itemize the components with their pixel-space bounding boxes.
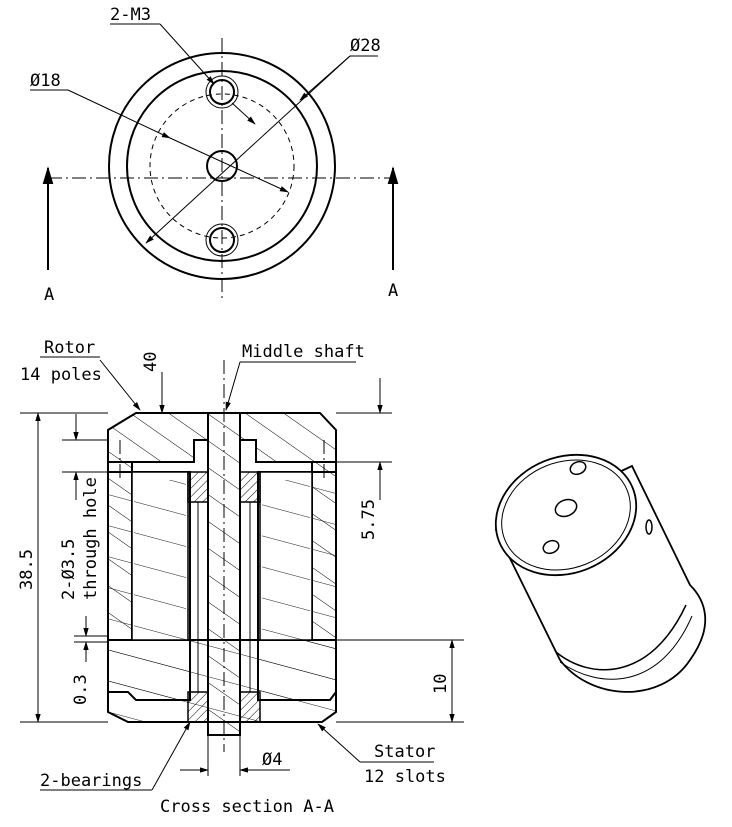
label-d18: Ø18	[30, 71, 61, 91]
label-rotor-1: Rotor	[44, 338, 95, 358]
dim-0-3: 0.3	[71, 674, 91, 705]
bearing-bottom-right	[239, 691, 261, 723]
label-through-hole-2: through hole	[81, 477, 101, 600]
dim-10: 10	[431, 674, 451, 694]
dim-38-5: 38.5	[17, 549, 37, 590]
lower-hole	[209, 227, 235, 253]
isometric-view	[494, 453, 707, 693]
rotor-wall-left	[107, 461, 133, 641]
rotor-wall-right	[311, 461, 337, 641]
caption-cross-section: Cross section A-A	[160, 797, 334, 817]
label-2-m3: 2-M3	[110, 5, 151, 25]
top-face	[494, 453, 638, 577]
dim-40: 40	[141, 352, 161, 372]
label-stator-2: 12 slots	[364, 767, 446, 787]
stator-band	[555, 604, 687, 671]
label-middle-shaft: Middle shaft	[242, 342, 365, 362]
dim-5-75: 5.75	[359, 499, 379, 540]
label-through-hole-1: 2-Ø3.5	[59, 539, 79, 600]
bearing-top-right	[239, 471, 261, 503]
center-hole	[206, 150, 238, 182]
bearing-top-left	[187, 471, 209, 503]
label-section-a-right: A	[388, 281, 398, 301]
dim-d4: Ø4	[262, 750, 282, 770]
cross-section: 38.5 2-Ø3.5 through hole 0.3 5.75 10 40	[17, 338, 464, 817]
iso-hole-bottom	[542, 539, 560, 555]
label-rotor-2: 14 poles	[20, 365, 102, 385]
top-view: 2-M3 Ø28 Ø18 A A	[30, 5, 399, 305]
bearing-bottom-left	[187, 691, 209, 723]
iso-side-hole	[645, 519, 653, 535]
iso-hole-top	[569, 460, 587, 476]
label-section-a-left: A	[44, 285, 54, 305]
iso-hole-center	[554, 498, 578, 518]
label-stator-1: Stator	[374, 742, 435, 762]
label-bearings: 2-bearings	[40, 771, 142, 791]
label-d28: Ø28	[350, 36, 381, 56]
